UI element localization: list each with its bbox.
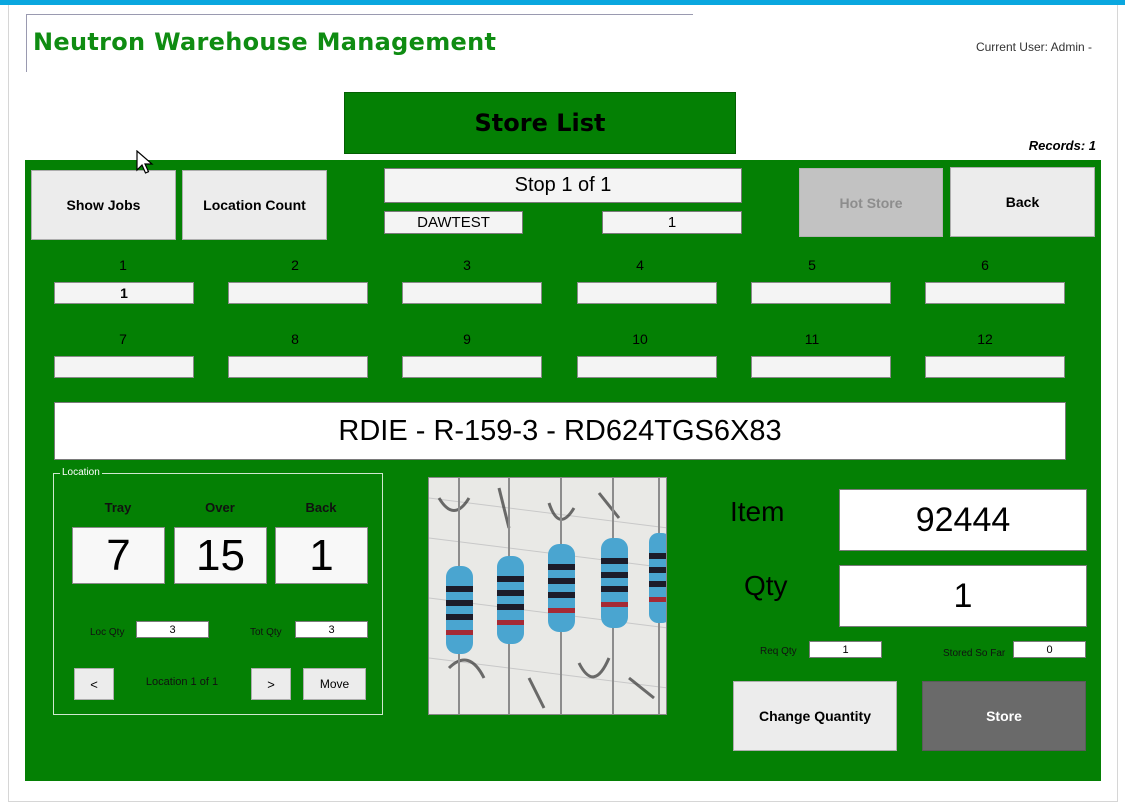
part-photo bbox=[428, 477, 667, 715]
next-location-button[interactable]: > bbox=[251, 668, 291, 700]
slot-field-2[interactable] bbox=[228, 282, 368, 304]
job-name-field: DAWTEST bbox=[384, 211, 523, 234]
over-label: Over bbox=[205, 500, 235, 515]
records-count: Records: 1 bbox=[1028, 138, 1096, 153]
slot-label-7: 7 bbox=[119, 331, 127, 347]
slot-label-1: 1 bbox=[119, 257, 127, 273]
stop-number-field: 1 bbox=[602, 211, 742, 234]
previous-location-button[interactable]: < bbox=[74, 668, 114, 700]
slot-label-11: 11 bbox=[804, 331, 820, 347]
move-button[interactable]: Move bbox=[303, 668, 366, 700]
location-legend: Location bbox=[60, 467, 102, 478]
req-qty-field: 1 bbox=[809, 641, 882, 658]
window-top-bar bbox=[0, 0, 1125, 5]
show-jobs-button[interactable]: Show Jobs bbox=[31, 170, 176, 240]
current-user-label: Current User: Admin - bbox=[975, 40, 1092, 54]
qty-field[interactable]: 1 bbox=[839, 565, 1087, 627]
location-group bbox=[53, 473, 383, 715]
slot-label-4: 4 bbox=[636, 257, 644, 273]
store-button[interactable]: Store bbox=[922, 681, 1086, 751]
slot-field-7[interactable] bbox=[54, 356, 194, 378]
over-value: 15 bbox=[174, 527, 267, 584]
item-number-field: 92444 bbox=[839, 489, 1087, 551]
location-position: Location 1 of 1 bbox=[145, 676, 219, 688]
resistor-image bbox=[429, 478, 666, 714]
location-count-button[interactable]: Location Count bbox=[182, 170, 327, 240]
back-value: 1 bbox=[275, 527, 368, 584]
change-quantity-button[interactable]: Change Quantity bbox=[733, 681, 897, 751]
title-divider bbox=[26, 14, 693, 15]
stored-so-far-field: 0 bbox=[1013, 641, 1086, 658]
slot-label-10: 10 bbox=[632, 331, 648, 347]
back-label: Back bbox=[305, 500, 337, 515]
loc-qty-label: Loc Qty bbox=[90, 627, 125, 638]
item-label: Item bbox=[730, 496, 785, 527]
slot-label-8: 8 bbox=[291, 331, 299, 347]
slot-field-11[interactable] bbox=[751, 356, 891, 378]
stored-so-far-label: Stored So Far bbox=[943, 648, 1006, 659]
part-description: RDIE - R-159-3 - RD624TGS6X83 bbox=[54, 402, 1066, 460]
mouse-cursor-icon bbox=[136, 149, 154, 176]
slot-field-1[interactable]: 1 bbox=[54, 282, 194, 304]
stop-indicator: Stop 1 of 1 bbox=[384, 168, 742, 203]
page-title: Store List bbox=[344, 92, 736, 154]
hot-store-button[interactable]: Hot Store bbox=[799, 168, 943, 237]
window-frame bbox=[8, 5, 1118, 802]
slot-field-10[interactable] bbox=[577, 356, 717, 378]
slot-field-6[interactable] bbox=[925, 282, 1065, 304]
title-divider-vertical bbox=[26, 14, 27, 72]
req-qty-label: Req Qty bbox=[760, 646, 797, 657]
slot-field-5[interactable] bbox=[751, 282, 891, 304]
back-button[interactable]: Back bbox=[950, 167, 1095, 237]
slot-label-9: 9 bbox=[463, 331, 471, 347]
slot-label-5: 5 bbox=[808, 257, 816, 273]
app-title: Neutron Warehouse Management bbox=[33, 28, 497, 56]
slot-field-12[interactable] bbox=[925, 356, 1065, 378]
tot-qty-field: 3 bbox=[295, 621, 368, 638]
slot-label-6: 6 bbox=[981, 257, 989, 273]
tray-value: 7 bbox=[72, 527, 165, 584]
tray-label: Tray bbox=[104, 500, 132, 515]
slot-label-12: 12 bbox=[977, 331, 993, 347]
qty-label: Qty bbox=[744, 570, 788, 601]
slot-field-8[interactable] bbox=[228, 356, 368, 378]
tot-qty-label: Tot Qty bbox=[250, 627, 282, 638]
slot-label-3: 3 bbox=[463, 257, 471, 273]
loc-qty-field: 3 bbox=[136, 621, 209, 638]
slot-field-3[interactable] bbox=[402, 282, 542, 304]
slot-field-4[interactable] bbox=[577, 282, 717, 304]
slot-label-2: 2 bbox=[291, 257, 299, 273]
slot-field-9[interactable] bbox=[402, 356, 542, 378]
